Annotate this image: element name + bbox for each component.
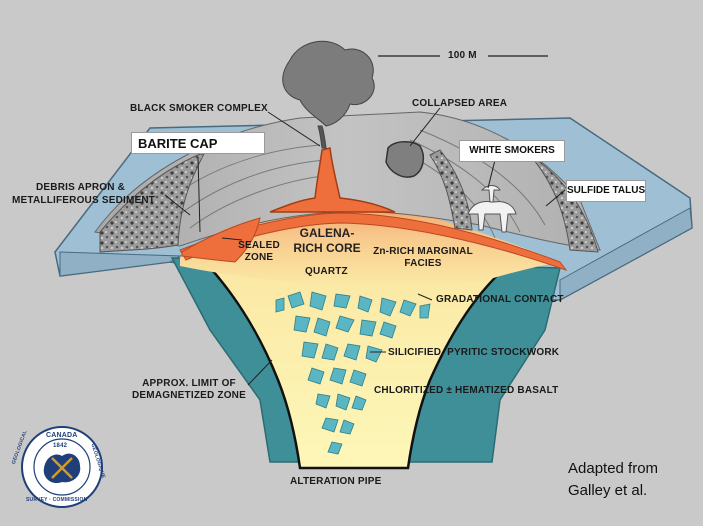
- gradational-contact-label: GRADATIONAL CONTACT: [436, 294, 564, 305]
- demagnetized-label-2: DEMAGNETIZED ZONE: [132, 390, 246, 401]
- galena-core-label-2: RICH CORE: [293, 241, 361, 255]
- credit-line-1: Adapted from: [568, 460, 659, 477]
- credit-line-2: Galley et al.: [568, 482, 648, 499]
- orange-layer: [179, 212, 568, 272]
- zn-rich-label-1: Zn-RICH MARGINAL: [373, 246, 473, 257]
- quartz-label: QUARTZ: [305, 266, 348, 277]
- chloritized-label: CHLORITIZED ± HEMATIZED BASALT: [374, 385, 559, 396]
- alteration-pipe-label: ALTERATION PIPE: [290, 476, 382, 487]
- white-smoker-chimneys: [467, 185, 517, 233]
- sulfide-talus-right: [529, 154, 599, 253]
- seal-bottom-text: SURVEY · COMMISSION: [26, 497, 88, 503]
- scale-label: 100 M: [448, 50, 477, 61]
- smoke-plume: [282, 40, 375, 149]
- zn-rich-label-2: FACIES: [404, 258, 442, 269]
- seal-year-text: 1842: [53, 443, 68, 449]
- barite-cap-label: BARITE CAP: [131, 132, 265, 154]
- white-smokers-label: WHITE SMOKERS: [459, 140, 565, 162]
- collapsed-pit: [385, 141, 425, 178]
- sealed-zone-label-2: ZONE: [244, 252, 274, 263]
- alteration-pipe: [202, 260, 509, 470]
- seal-top-text: CANADA: [46, 432, 78, 439]
- collapsed-area-label: COLLAPSED AREA: [412, 98, 508, 109]
- sealed-zone-label-1: SEALED: [238, 240, 280, 251]
- black-smoker-label: BLACK SMOKER COMPLEX: [130, 103, 268, 114]
- sulfide-talus-mid: [429, 149, 473, 231]
- debris-apron-label-1: DEBRIS APRON &: [36, 182, 126, 193]
- sealed-zone: [181, 217, 261, 263]
- silicified-label: SILICIFIED, PYRITIC STOCKWORK: [388, 347, 560, 358]
- black-smoker-chimney: [269, 147, 396, 213]
- debris-apron-left: [99, 151, 207, 253]
- sulfide-talus-label: SULFIDE TALUS: [566, 180, 646, 202]
- gsc-seal: [21, 426, 103, 508]
- demagnetized-label-1: APPROX. LIMIT OF: [142, 378, 236, 389]
- seafloor-front-edge: [59, 251, 182, 277]
- stockwork-clasts: [275, 291, 431, 455]
- seafloor-right-edge: [559, 207, 693, 301]
- leader-lines: [164, 107, 566, 386]
- galena-core-label-1: GALENA-: [299, 226, 355, 240]
- mound-layers: [149, 129, 546, 239]
- debris-apron-label-2: METALLIFEROUS SEDIMENT: [12, 195, 156, 206]
